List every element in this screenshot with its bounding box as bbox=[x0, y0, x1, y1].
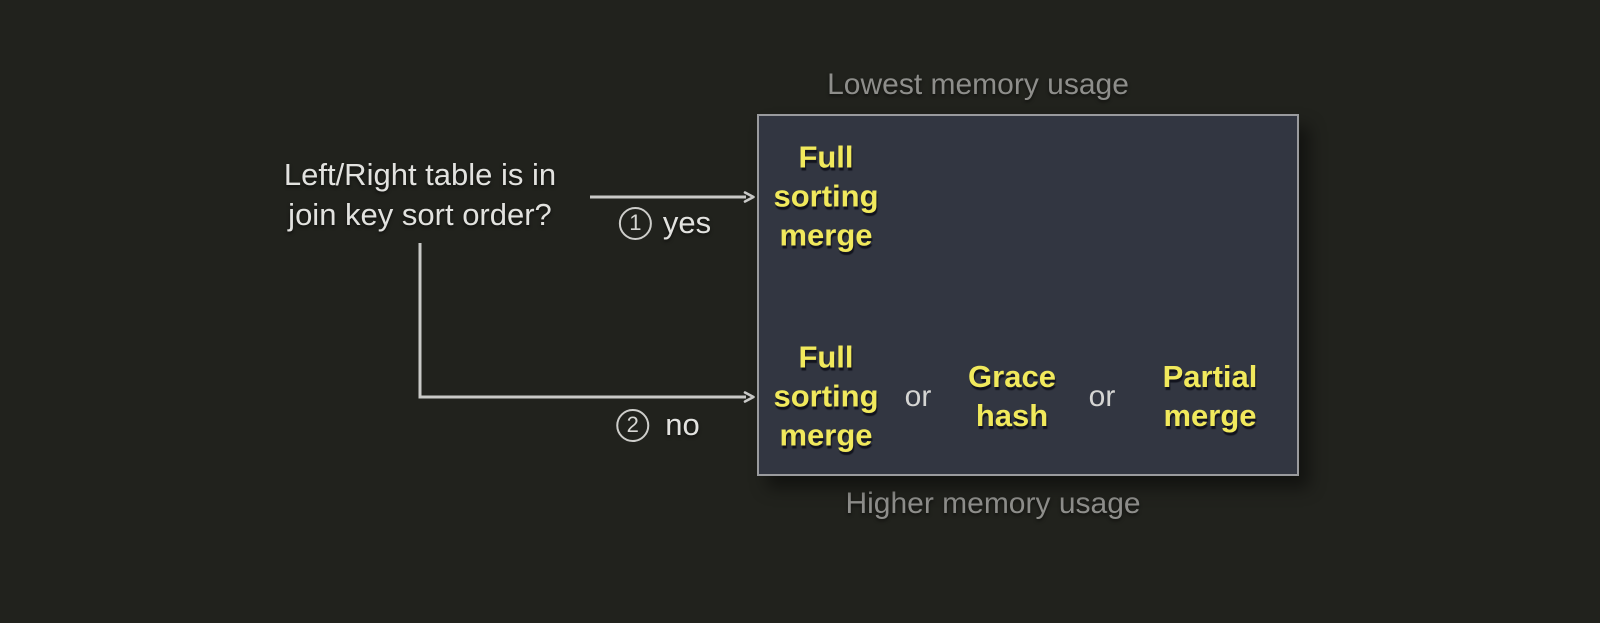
circled-number-1-icon: 1 bbox=[618, 206, 652, 240]
algo-line: Full bbox=[798, 139, 854, 175]
algorithm-partial-merge: Partial merge bbox=[1163, 357, 1258, 435]
branch-label-no: 2 no bbox=[616, 407, 700, 443]
algo-line: sorting bbox=[773, 178, 879, 214]
memory-label-lowest: Lowest memory usage bbox=[827, 68, 1129, 101]
or-separator-1: or bbox=[904, 380, 932, 413]
or-separator-2: or bbox=[1088, 380, 1116, 413]
no-arrow-line bbox=[418, 243, 755, 403]
memory-label-higher: Higher memory usage bbox=[845, 487, 1141, 520]
algorithm-full-sorting-merge-sorted: Full sorting merge bbox=[773, 138, 878, 255]
branch-no-text: no bbox=[665, 407, 700, 442]
algo-line: Grace bbox=[968, 359, 1056, 394]
algorithm-full-sorting-merge-unsorted: Full sorting merge bbox=[773, 338, 878, 455]
algo-line: sorting bbox=[773, 378, 879, 414]
question-line-2: join key sort order? bbox=[288, 197, 552, 232]
algo-line: merge bbox=[779, 417, 873, 453]
question-text: Left/Right table is in join key sort ord… bbox=[284, 155, 556, 235]
circled-number-2-icon: 2 bbox=[616, 408, 650, 442]
algo-line: Full bbox=[798, 339, 854, 375]
algo-line: Partial bbox=[1162, 359, 1258, 394]
algo-line: merge bbox=[1163, 398, 1257, 433]
algo-line: hash bbox=[975, 398, 1049, 433]
algorithms-box: Full sorting merge Full sorting merge or… bbox=[757, 114, 1299, 476]
branch-label-yes: 1 yes bbox=[618, 205, 712, 241]
branch-yes-text: yes bbox=[662, 205, 712, 240]
algorithm-grace-hash: Grace hash bbox=[968, 357, 1056, 435]
algo-line: merge bbox=[779, 217, 873, 253]
question-line-1: Left/Right table is in bbox=[283, 157, 557, 192]
